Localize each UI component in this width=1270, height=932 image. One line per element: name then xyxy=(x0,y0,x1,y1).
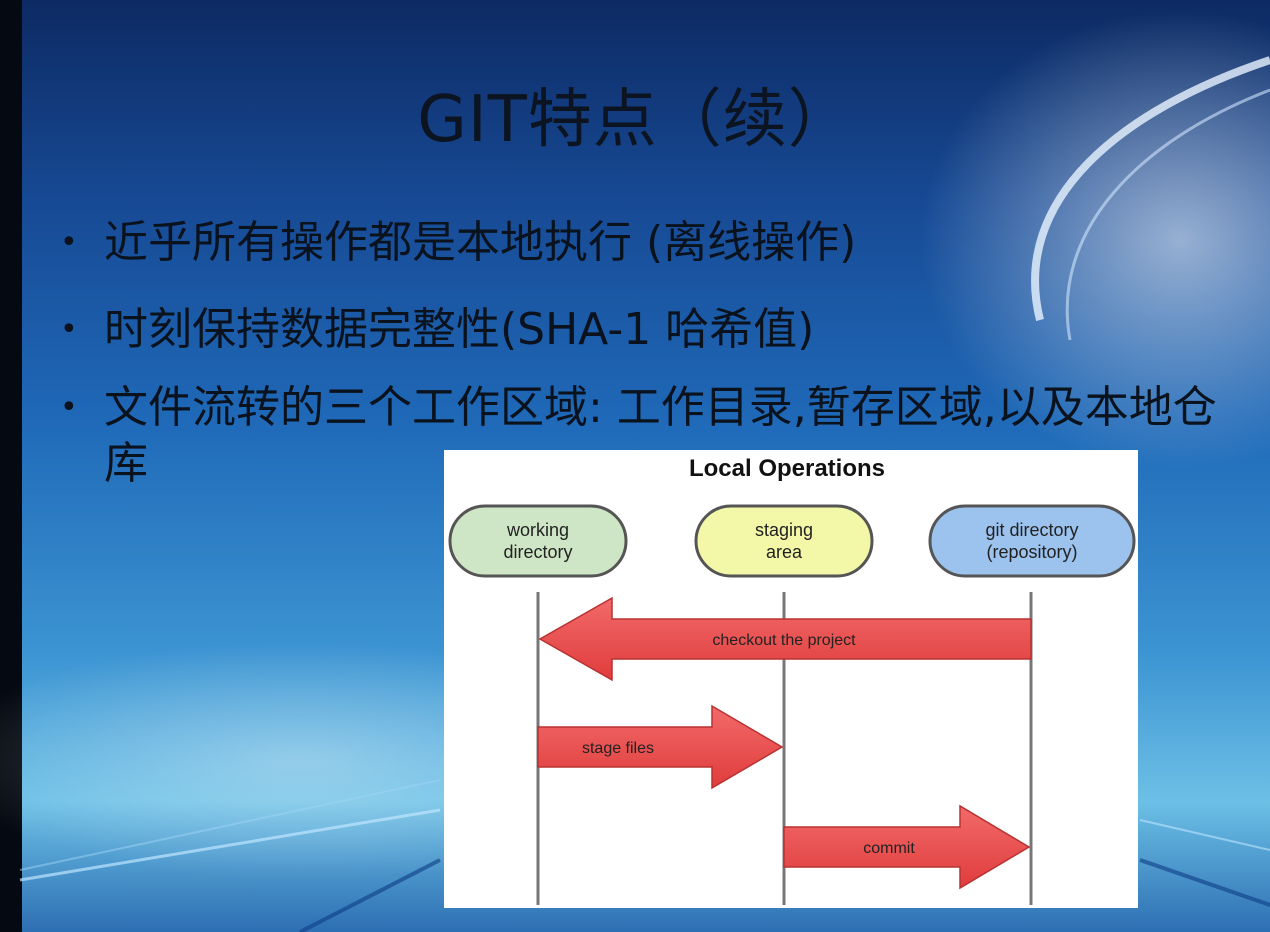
node-git-directory-line2: (repository) xyxy=(986,542,1077,562)
node-staging-area-line2: area xyxy=(766,542,803,562)
commit-arrow-label: commit xyxy=(863,840,915,857)
stage-files-arrow: stage files xyxy=(537,704,784,790)
bullet-dot: • xyxy=(60,225,78,260)
local-operations-diagram: Local Operations working directory stagi… xyxy=(444,450,1138,908)
commit-arrow: commit xyxy=(783,804,1031,890)
node-staging-area-line1: staging xyxy=(755,520,813,540)
slide-title: GIT特点（续） xyxy=(417,83,853,157)
bullet-text: 时刻保持数据完整性(SHA-1 哈希值) xyxy=(104,304,815,355)
bullet-text: 近乎所有操作都是本地执行 (离线操作) xyxy=(104,217,857,268)
node-staging-area: staging area xyxy=(694,504,874,578)
checkout-arrow-label: checkout the project xyxy=(712,632,856,649)
bullet-item: • 文件流转的三个工作区域: 工作目录,暂存区域,以及本地仓库 xyxy=(60,380,1254,492)
bullet-dot: • xyxy=(60,390,78,425)
checkout-arrow: checkout the project xyxy=(538,596,1032,682)
bullet-text: 文件流转的三个工作区域: 工作目录,暂存区域,以及本地仓库 xyxy=(104,382,1217,489)
node-working-directory: working directory xyxy=(448,504,628,578)
bullet-item: • 近乎所有操作都是本地执行 (离线操作) xyxy=(60,213,856,271)
bullet-item: • 时刻保持数据完整性(SHA-1 哈希值) xyxy=(60,300,814,358)
stage-files-arrow-label: stage files xyxy=(582,740,654,757)
node-git-directory: git directory (repository) xyxy=(928,504,1136,578)
node-working-directory-line1: working xyxy=(506,520,569,540)
node-working-directory-line2: directory xyxy=(503,542,572,562)
diagram-title: Local Operations xyxy=(689,455,885,482)
bullet-dot: • xyxy=(60,312,78,347)
node-git-directory-line1: git directory xyxy=(985,520,1078,540)
